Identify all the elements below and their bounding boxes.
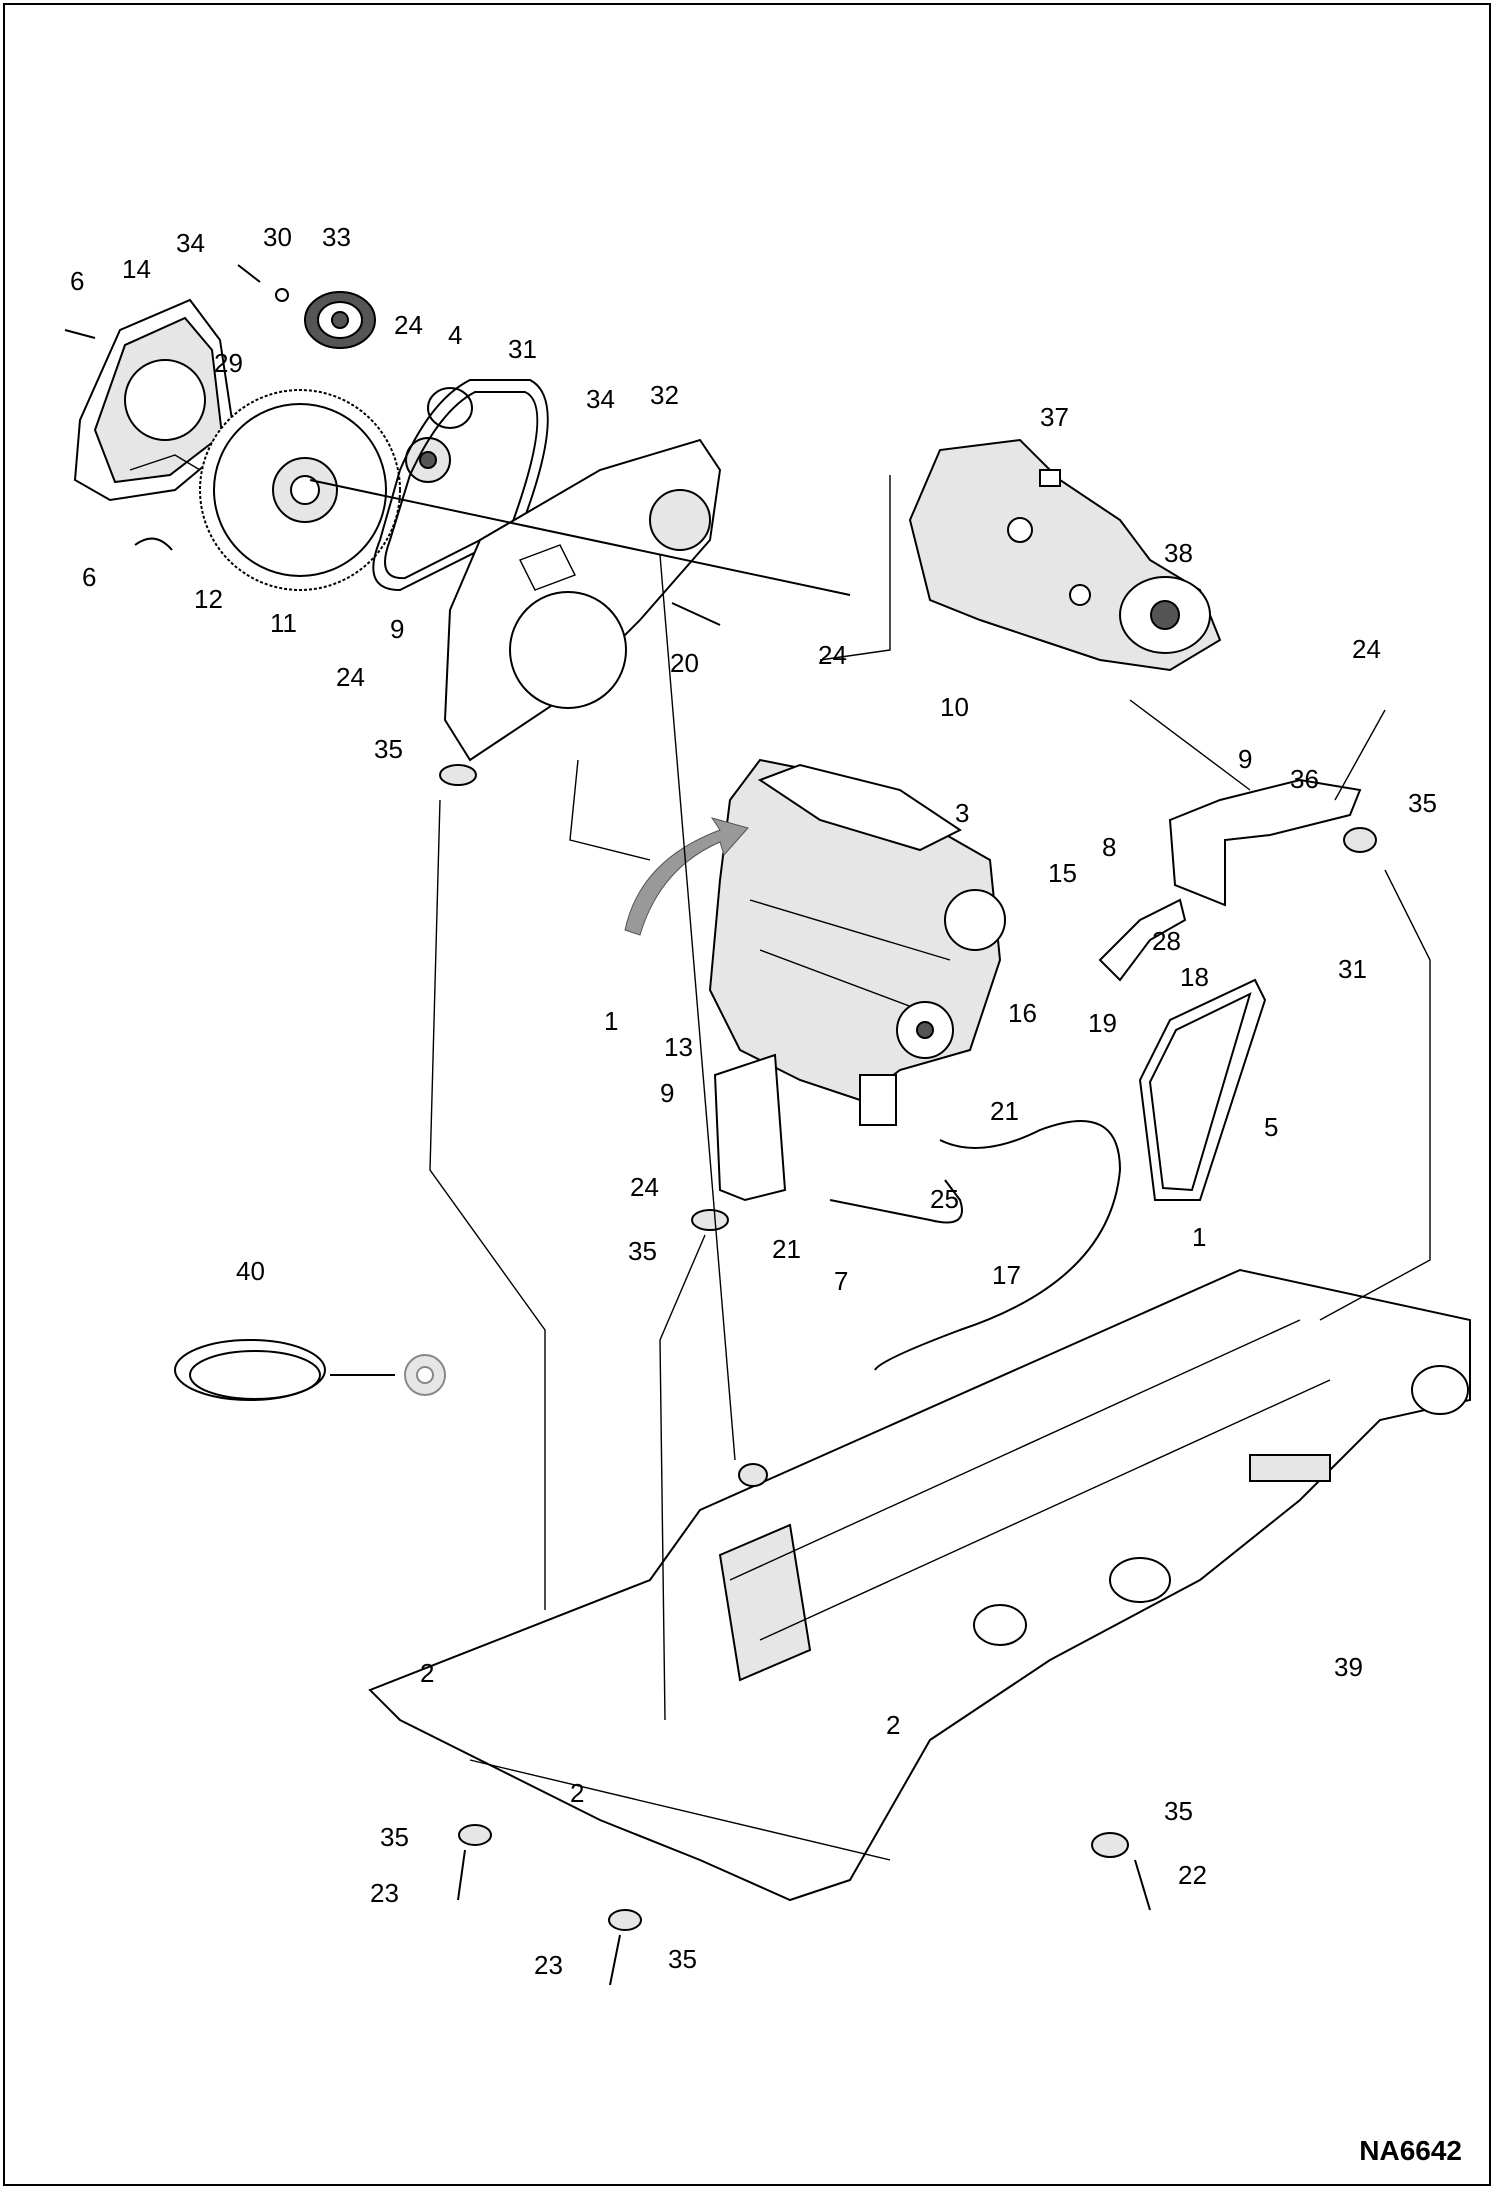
callout-35f: 35 [668,1944,697,1974]
engine-adapter-housing [443,438,722,762]
callout-6b: 6 [82,562,97,592]
callout-9: 9 [390,614,405,644]
callout-14: 14 [122,254,151,284]
callout-7: 7 [834,1266,849,1296]
callout-37: 37 [1040,402,1069,432]
callout-27: 29 [214,348,243,378]
bolt [671,602,721,626]
flywheel-housing-cover [73,298,237,502]
callout-33: 34 [586,384,615,414]
callout-10: 10 [940,692,969,722]
callout-17: 17 [992,1260,1021,1290]
callout-1b: 1 [1192,1222,1207,1252]
callout-35e: 35 [380,1822,409,1852]
callout-29: 31 [508,334,537,364]
retaining-clip [134,537,173,551]
hose-coil [174,1339,446,1401]
callout-12: 12 [194,584,223,614]
belt-tensioner-arm [1098,898,1187,982]
callout-22: 21 [772,1234,801,1264]
hydrostatic-pump [908,438,1222,672]
callout-1: 1 [604,1006,619,1036]
flywheel [199,389,401,591]
callout-2: 2 [420,1658,435,1688]
callout-23: 21 [990,1096,1019,1126]
callout-36: 36 [1290,764,1319,794]
callout-21c: 23 [534,1950,563,1980]
callout-24b: 24 [818,640,847,670]
callout-2c: 2 [570,1778,585,1808]
callout-20: 20 [670,648,699,678]
main-frame [368,1268,1471,1902]
mount-bolt [457,1849,1151,1986]
callout-9b: 9 [1238,744,1253,774]
callout-25: 25 [930,1184,959,1214]
callout-3: 3 [955,798,970,828]
callout-35: 35 [374,734,403,764]
bolt [237,264,289,302]
engine-assembly [708,758,1006,1126]
callout-21b: 23 [370,1878,399,1908]
callout-24: 24 [394,310,423,340]
callout-35c: 35 [628,1236,657,1266]
callout-34: 34 [176,228,205,258]
idler-pulley [405,387,473,483]
callout-15: 15 [1048,858,1077,888]
install-direction-arrow [624,817,749,936]
fuel-hose [829,1120,1122,1371]
callout-38: 38 [1164,538,1193,568]
diagram-border [3,3,1491,2186]
callout-13: 13 [664,1032,693,1062]
fan-belt [1138,978,1267,1201]
long-shaft [309,479,851,596]
callout-40: 40 [236,1256,265,1286]
callout-9c: 9 [660,1078,675,1108]
engine-isolator-mount [439,764,1377,1931]
figure-id: NA6642 [1359,2135,1462,2166]
callout-26: 28 [1152,926,1181,956]
leader-lines [429,475,1431,1721]
callout-21: 22 [1178,1860,1207,1890]
callout-39: 39 [1334,1652,1363,1682]
callout-8: 8 [1102,832,1117,862]
engine-mount-bracket [713,1053,787,1202]
callout-30: 31 [1338,954,1367,984]
pin [64,329,96,339]
callout-31: 32 [650,380,679,410]
callout-24e: 24 [630,1172,659,1202]
callout-11: 11 [270,608,297,638]
callout-35d: 35 [1164,1796,1193,1826]
callout-24c: 24 [336,662,365,692]
callout-16: 16 [1008,998,1037,1028]
callout-18: 18 [1180,962,1209,992]
drive-belt [372,379,549,592]
callout-24d: 24 [1352,634,1381,664]
pump-mount-bracket [1168,778,1362,907]
callout-32: 33 [322,222,351,252]
callout-19: 19 [1088,1008,1117,1038]
callout-4: 4 [448,320,463,350]
callout-2b: 2 [886,1710,901,1740]
pulley [304,291,376,349]
callout-6: 6 [70,266,85,296]
callout-28: 30 [263,222,292,252]
callout-35b: 35 [1408,788,1437,818]
callout-5: 5 [1264,1112,1279,1142]
